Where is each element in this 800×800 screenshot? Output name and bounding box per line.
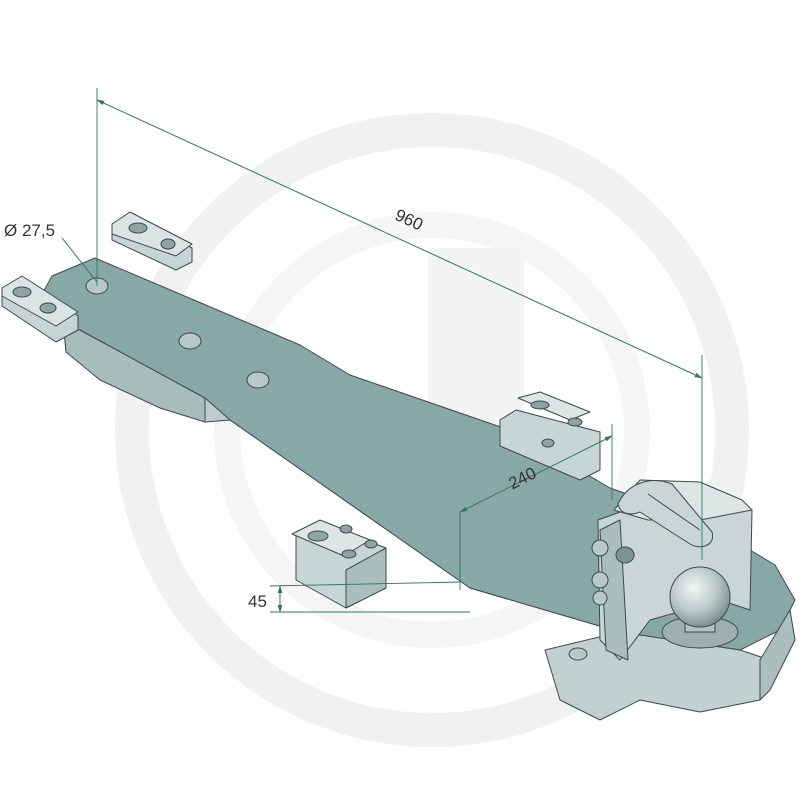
latch-lever-icon — [617, 480, 714, 548]
label-height: 45 — [248, 592, 267, 611]
rear-block-side — [759, 609, 796, 701]
plate-hole-3 — [246, 371, 270, 389]
spacer-plate-stack-top — [111, 211, 193, 271]
dimension-annotations — [61, 88, 703, 613]
label-hole-diameter: Ø 27,5 — [4, 221, 55, 240]
leader-hole-diameter — [61, 237, 98, 283]
mount-block-front — [291, 519, 387, 609]
dim-line-mount-offset — [459, 435, 613, 513]
plate-hole-2 — [178, 332, 202, 350]
tow-ball-icon — [661, 566, 739, 649]
spacer-plate-stack-left — [1, 275, 79, 343]
dim-line-overall-length — [96, 99, 703, 379]
rear-hole — [568, 647, 588, 661]
